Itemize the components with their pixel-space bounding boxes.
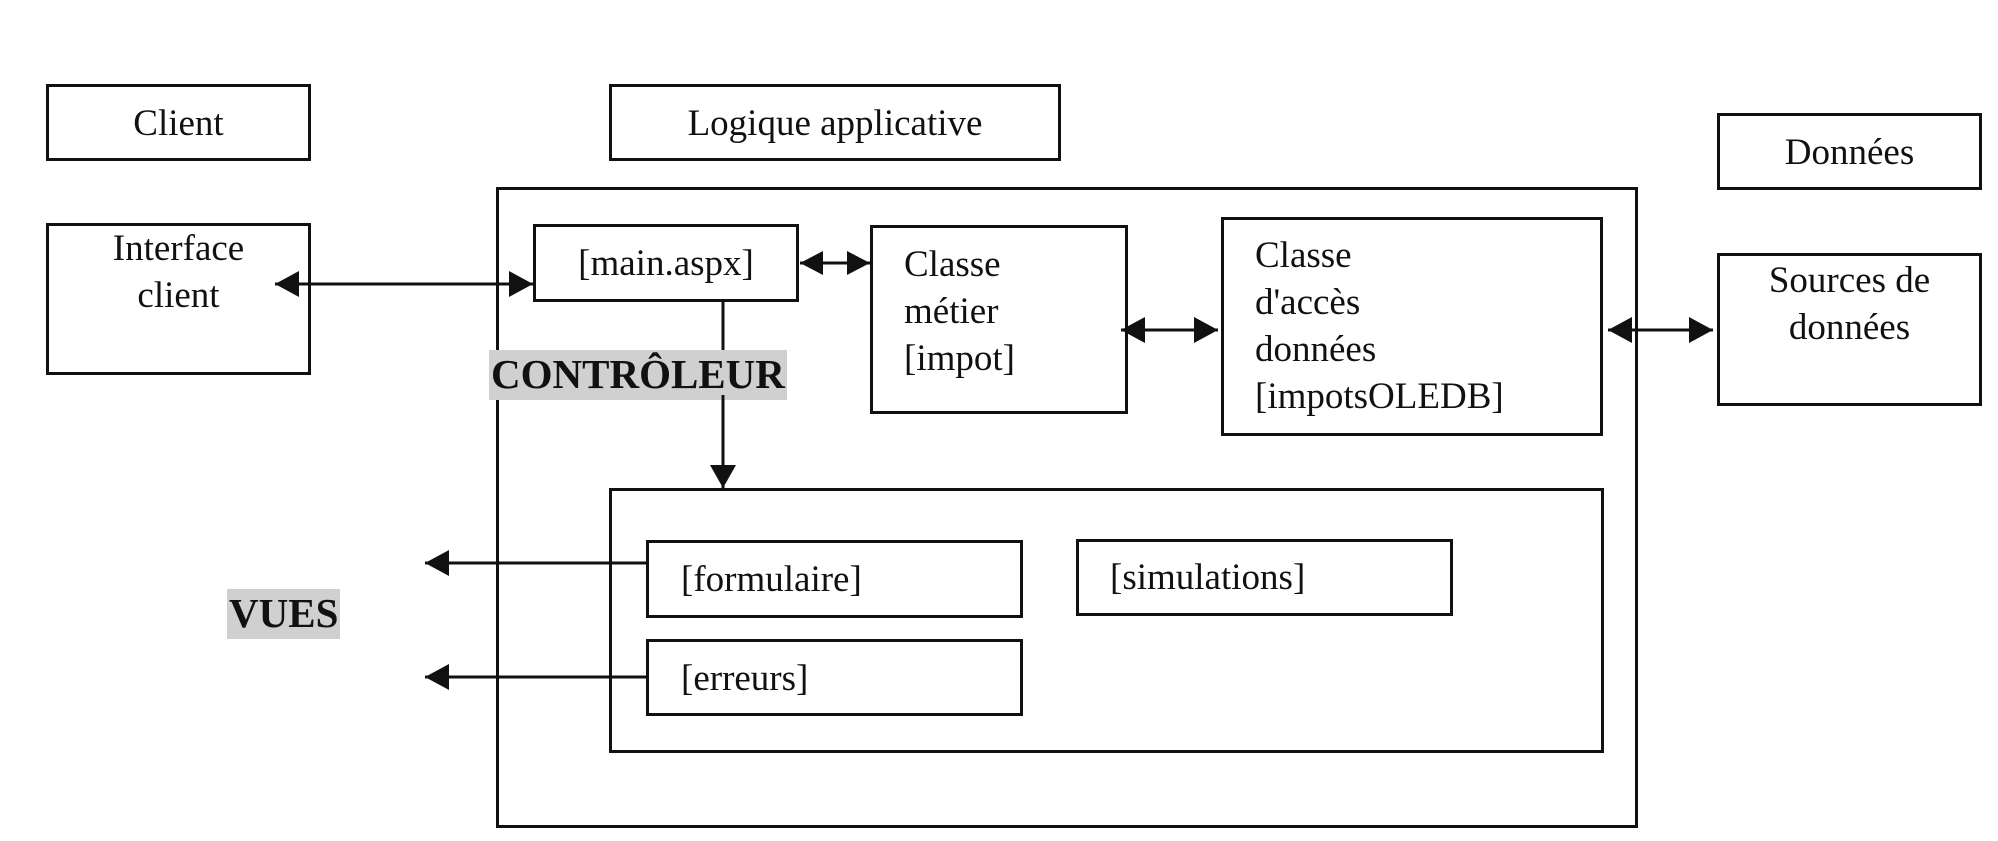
donnees-header-box (1717, 113, 1982, 190)
donnees-header-label: Données (1784, 132, 1915, 173)
arrow-client-main (275, 271, 533, 297)
sources-line-2: données (1788, 307, 1911, 348)
vues-tag: VUES (227, 589, 341, 639)
classe-acces-line-3: données (1255, 329, 1377, 370)
formulaire-box (646, 540, 1023, 618)
logique-header-label: Logique applicative (687, 103, 983, 144)
formulaire-label: [formulaire] (681, 559, 862, 600)
client-header-box (46, 84, 311, 161)
interface-client-box (46, 223, 311, 375)
main-aspx-label: [main.aspx] (578, 243, 754, 284)
simulations-box (1076, 539, 1453, 616)
classe-metier-line-3: [impot] (904, 338, 1015, 379)
sources-line-1: Sources de (1768, 260, 1931, 301)
application-logic-container (496, 187, 1638, 828)
erreurs-box (646, 639, 1023, 716)
views-container (609, 488, 1604, 753)
classe-acces-box (1221, 217, 1603, 436)
client-header-label: Client (133, 103, 224, 144)
interface-client-line-1: Interface (112, 228, 245, 269)
classe-metier-line-2: métier (904, 291, 999, 332)
simulations-label: [simulations] (1110, 557, 1306, 598)
main-aspx-box (533, 224, 799, 302)
classe-acces-line-1: Classe (1255, 235, 1352, 276)
logique-header-box (609, 84, 1061, 161)
classe-metier-line-1: Classe (904, 244, 1001, 285)
erreurs-label: [erreurs] (681, 658, 809, 699)
classe-acces-line-2: d'accès (1255, 282, 1361, 323)
interface-client-line-2: client (137, 275, 220, 316)
controleur-tag: CONTRÔLEUR (489, 350, 787, 400)
classe-acces-line-4: [impotsOLEDB] (1255, 376, 1504, 417)
sources-box (1717, 253, 1982, 406)
